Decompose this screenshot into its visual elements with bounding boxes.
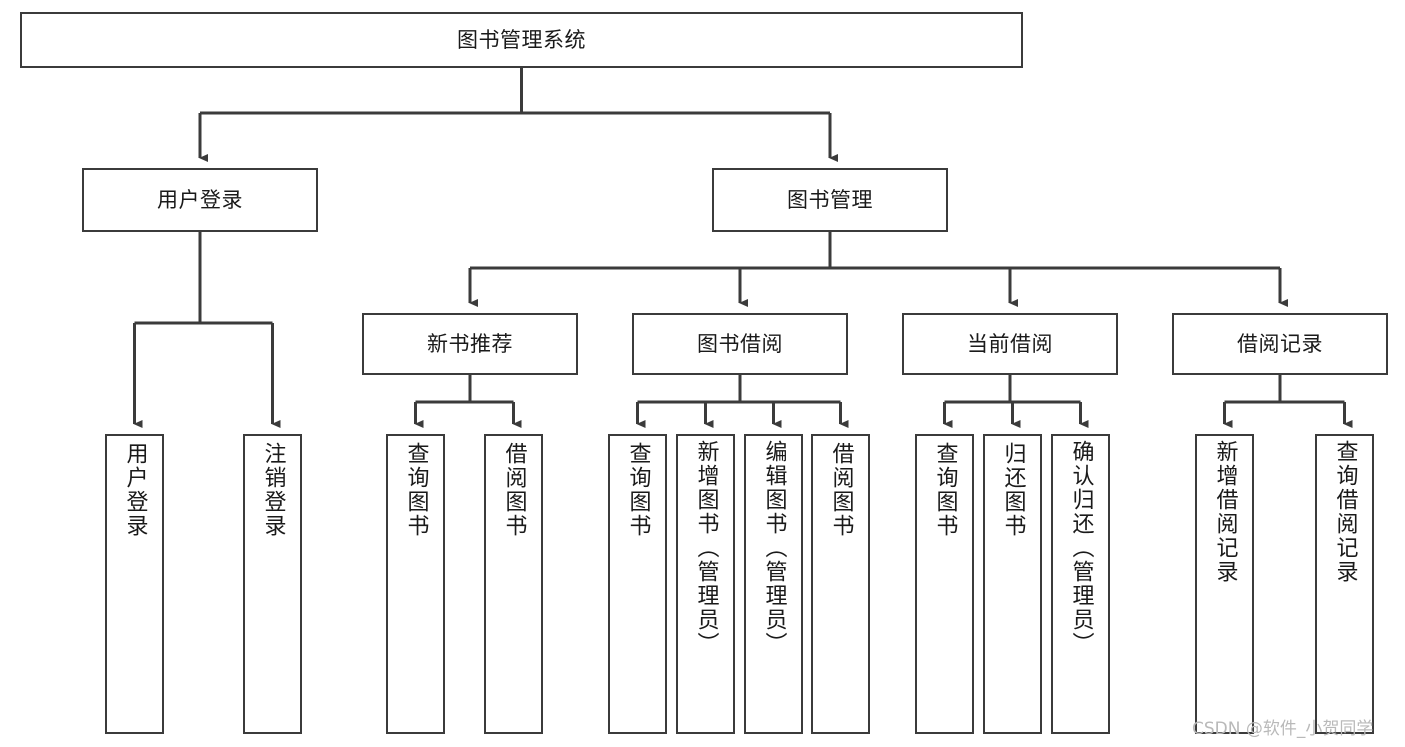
node-label: 查询图书	[625, 442, 651, 538]
node-borrow-record[interactable]: 借阅记录	[1172, 313, 1388, 375]
node-label: 注销登录	[260, 442, 286, 538]
node-leaf-bb-query-book[interactable]: 查询图书	[608, 434, 667, 734]
node-label: 确认归还（管理员）	[1068, 440, 1094, 656]
node-label: 图书借阅	[697, 331, 783, 356]
node-book-manage[interactable]: 图书管理	[712, 168, 948, 232]
node-label: 借阅记录	[1237, 331, 1323, 356]
node-leaf-bb-edit-book[interactable]: 编辑图书（管理员）	[744, 434, 803, 734]
node-leaf-rec-query-book[interactable]: 查询图书	[386, 434, 445, 734]
node-label: 新书推荐	[427, 331, 513, 356]
node-label: 查询图书	[932, 442, 958, 538]
csdn-watermark: CSDN @软件_小贺同学	[1192, 719, 1374, 739]
node-label: 查询图书	[403, 442, 429, 538]
node-leaf-bb-add-book[interactable]: 新增图书（管理员）	[676, 434, 735, 734]
node-leaf-br-query-record[interactable]: 查询借阅记录	[1315, 434, 1374, 734]
node-leaf-user-logout[interactable]: 注销登录	[243, 434, 302, 734]
node-leaf-bb-borrow-book[interactable]: 借阅图书	[811, 434, 870, 734]
node-label: 用户登录	[157, 187, 243, 212]
node-label: 借阅图书	[501, 442, 527, 538]
node-book-borrow[interactable]: 图书借阅	[632, 313, 848, 375]
node-label: 借阅图书	[828, 442, 854, 538]
node-label: 用户登录	[122, 442, 148, 538]
node-label: 归还图书	[1000, 442, 1026, 538]
node-leaf-user-login[interactable]: 用户登录	[105, 434, 164, 734]
node-new-book-rec[interactable]: 新书推荐	[362, 313, 578, 375]
node-leaf-cb-confirm-return[interactable]: 确认归还（管理员）	[1051, 434, 1110, 734]
node-label: 图书管理系统	[457, 27, 586, 52]
node-current-borrow[interactable]: 当前借阅	[902, 313, 1118, 375]
node-label: 编辑图书（管理员）	[761, 440, 787, 656]
node-label: 图书管理	[787, 187, 873, 212]
node-label: 新增借阅记录	[1212, 440, 1238, 584]
node-leaf-br-add-record[interactable]: 新增借阅记录	[1195, 434, 1254, 734]
node-root[interactable]: 图书管理系统	[20, 12, 1023, 68]
node-label: 当前借阅	[967, 331, 1053, 356]
node-leaf-cb-query-book[interactable]: 查询图书	[915, 434, 974, 734]
node-user-login[interactable]: 用户登录	[82, 168, 318, 232]
node-label: 查询借阅记录	[1332, 440, 1358, 584]
node-label: 新增图书（管理员）	[693, 440, 719, 656]
node-leaf-cb-return-book[interactable]: 归还图书	[983, 434, 1042, 734]
connector-paths	[133, 68, 1353, 428]
node-leaf-rec-borrow-book[interactable]: 借阅图书	[484, 434, 543, 734]
